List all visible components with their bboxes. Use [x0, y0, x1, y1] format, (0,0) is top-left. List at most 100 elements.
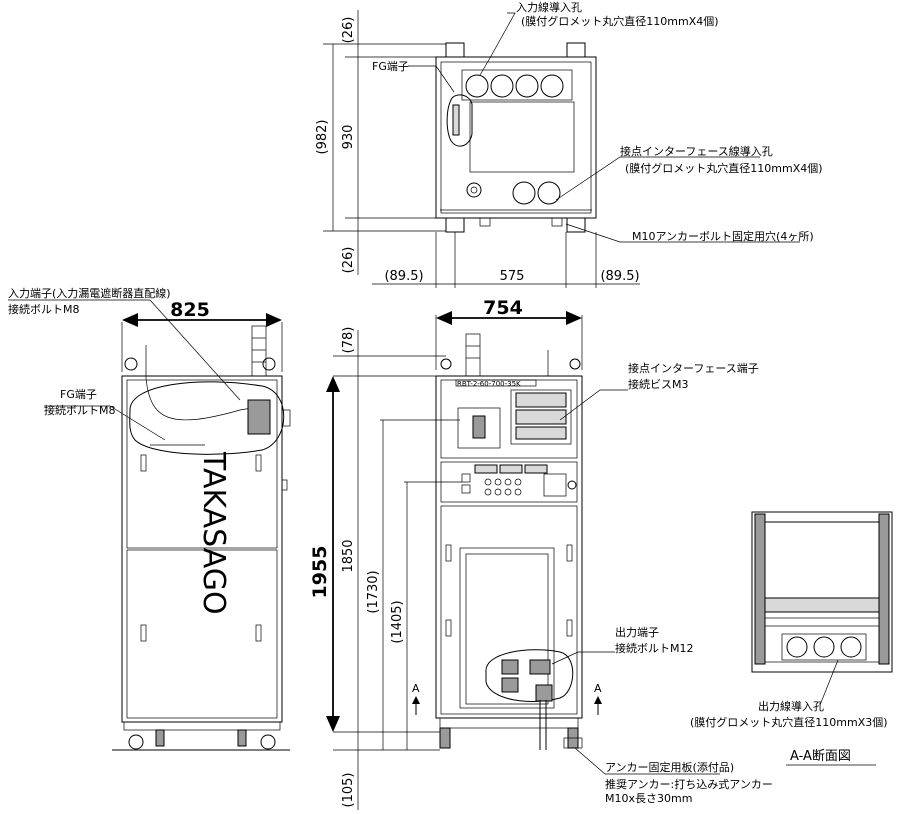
- front-dim-1955-arrow-t: [326, 376, 340, 392]
- breaker-plate: [457, 407, 501, 449]
- ctrl-led-1: [484, 478, 492, 486]
- side-panel-lower: [126, 549, 278, 719]
- output-terminal-3: [529, 659, 551, 675]
- front-dim-754: 754: [483, 297, 523, 319]
- top-small-knob: [466, 182, 482, 198]
- anchor-plate-label: アンカー固定用板(添付品): [605, 760, 734, 774]
- dim-575: 575: [500, 269, 525, 284]
- fg-top-leader: [408, 65, 455, 93]
- ctrl-led-8: [514, 488, 522, 496]
- section-hole-plate: [781, 633, 867, 661]
- output-hole-leader: [819, 659, 839, 706]
- anchor-plate-leader: [574, 747, 606, 775]
- side-terminal-clip: [281, 479, 288, 491]
- output-terminal-callout: [485, 649, 574, 702]
- input-terminal-leader: [149, 299, 241, 401]
- side-lift-eye-r: [262, 357, 276, 371]
- contact-hole-1: [512, 181, 536, 205]
- anchor-recommend: 推奨アンカー:打ち込み式アンカー: [605, 777, 773, 791]
- side-caster-1: [128, 734, 144, 750]
- ctrl-switch-2: [461, 484, 471, 494]
- dim-89-left: (89.5): [384, 269, 423, 284]
- ctrl-block-1: [474, 464, 498, 474]
- contact-terminal-screw: 接続ビスM3: [628, 377, 689, 391]
- front-foot-l: [439, 727, 451, 749]
- input-terminal-label: 入力端子(入力漏電遮断器直配線): [8, 286, 171, 300]
- front-lift-eye-r: [569, 358, 581, 370]
- side-cable: [145, 377, 271, 421]
- dim-930: 930: [341, 125, 356, 150]
- input-hole-2: [490, 74, 514, 98]
- contact-terminal-block-3: [515, 426, 567, 440]
- dim-1955: 1955: [309, 546, 331, 599]
- section-inner: [761, 521, 883, 663]
- ctrl-knob: [567, 480, 577, 490]
- side-terminal-knob: [281, 409, 291, 427]
- side-brand: TAKASAGO: [196, 451, 231, 615]
- output-hole-label: 出力線導入孔: [758, 699, 824, 713]
- side-dim-arrow-l: [122, 313, 138, 327]
- top-small-knob-inner: [470, 186, 478, 194]
- input-hole-1: [465, 74, 489, 98]
- model-plate-box: [455, 379, 537, 387]
- side-slot-2: [255, 454, 262, 472]
- front-slot-4: [566, 619, 573, 637]
- section-mark-right: A: [594, 682, 602, 695]
- side-foot-1: [155, 729, 165, 747]
- contact-terminal-leader: [559, 389, 628, 421]
- side-view: 825 入力端子(入力漏電遮断器直配線) 接続ボルトM8 FG端子 接続ボルトM…: [8, 286, 291, 751]
- ctrl-switch-1: [461, 473, 471, 483]
- top-tab-bl: [445, 217, 465, 233]
- output-terminal-bolt: 接続ボルトM12: [615, 641, 694, 655]
- output-terminal-2: [501, 677, 519, 693]
- contact-terminal-block-2: [515, 409, 567, 425]
- ctrl-led-3: [504, 478, 512, 486]
- side-slot-4: [255, 624, 262, 642]
- output-terminal-label: 出力端子: [615, 625, 659, 639]
- front-dim-1955-arrow-b: [326, 716, 340, 732]
- top-anchor-stub-r: [551, 217, 563, 227]
- ctrl-led-4: [514, 478, 522, 486]
- section-mid-bar: [764, 597, 880, 613]
- dim-26-top: (26): [341, 17, 356, 44]
- front-view: 754 RBT-2-60-700-35K: [309, 297, 773, 810]
- side-base: [123, 721, 281, 731]
- side-panel-upper: [126, 379, 278, 549]
- fg-side-leader: [109, 405, 166, 441]
- side-input-terminal-block: [247, 399, 271, 435]
- section-mark-left-arrow: [412, 696, 420, 704]
- fg-side-label: FG端子: [60, 388, 97, 401]
- ctrl-meter: [543, 473, 567, 497]
- side-slot-1: [140, 454, 147, 472]
- fg-side-bolt: 接続ボルトM8: [44, 403, 116, 417]
- input-hole-label: 入力線導入孔: [516, 0, 582, 14]
- front-lower-door: [440, 505, 578, 715]
- dim-89-right: (89.5): [600, 269, 639, 284]
- dim-982: (982): [315, 120, 330, 155]
- front-slot-3: [445, 619, 452, 637]
- ctrl-block-2: [499, 464, 523, 474]
- top-body: [435, 56, 597, 219]
- side-dim-arrow-r: [266, 313, 282, 327]
- front-dim-arrow-l: [436, 311, 452, 325]
- dim-105: (105): [341, 773, 356, 808]
- side-top-stack: [251, 325, 267, 377]
- ctrl-led-6: [494, 488, 502, 496]
- anchor-hole-label: M10アンカーボルト固定用穴(4ヶ所): [632, 229, 814, 243]
- section-mark-left: A: [412, 682, 420, 695]
- ctrl-led-5: [484, 488, 492, 496]
- dim-1730: (1730): [366, 570, 381, 613]
- section-post-l: [754, 513, 766, 665]
- side-foot-2: [237, 729, 247, 747]
- contact-terminal-area: [510, 389, 572, 445]
- section-mid-bar-2: [764, 617, 880, 627]
- contact-hole-2: [537, 181, 561, 205]
- contact-terminal-block-1: [515, 392, 567, 408]
- dim-1405: (1405): [390, 600, 405, 643]
- dim-26-bottom: (26): [341, 247, 356, 274]
- side-lift-eye-l: [124, 357, 138, 371]
- model-plate: RBT-2-60-700-35K: [457, 380, 521, 388]
- output-terminal-leader: [551, 651, 615, 665]
